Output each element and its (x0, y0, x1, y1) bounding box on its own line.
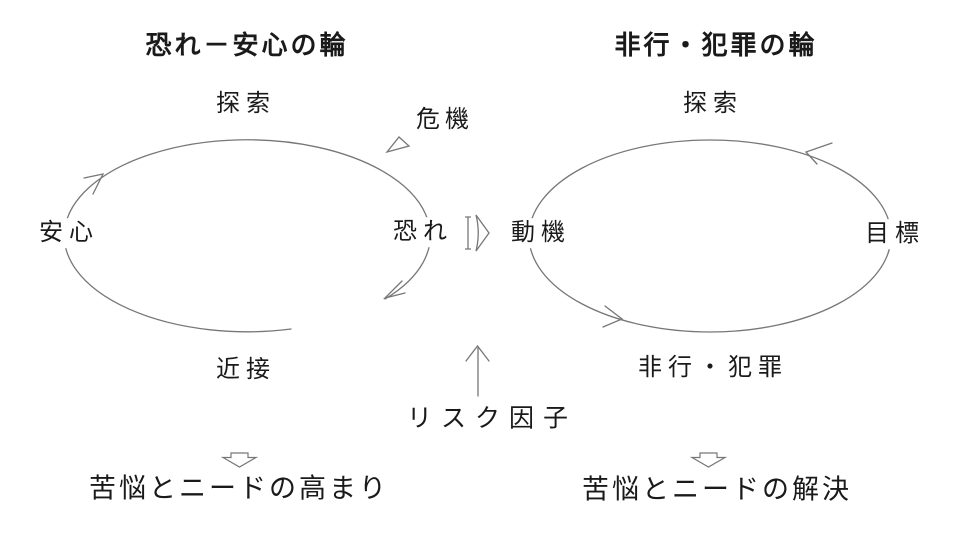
right-cycle-arrowhead-top-icon (804, 142, 833, 165)
left-outcome-label: 苦悩とニードの高まり (89, 473, 389, 505)
left-down-block-arrow-icon (220, 452, 259, 468)
risk-up-arrow-icon (465, 344, 490, 397)
right-node-exploration: 探索 (683, 89, 743, 118)
right-node-delinquency-crime: 非行・犯罪 (638, 353, 788, 382)
right-node-motive: 動機 (506, 218, 576, 248)
right-cycle-ellipse (528, 139, 892, 333)
left-cycle-title: 恐れ－安心の輪 (145, 31, 349, 62)
left-node-fear: 恐れ (388, 217, 458, 247)
left-node-proximity: 近接 (216, 355, 276, 384)
right-cycle-arrowhead-bottom-icon (602, 305, 624, 328)
risk-factor-label: リスク因子 (406, 403, 578, 433)
left-node-security: 安心 (34, 218, 104, 248)
right-cycle-title: 非行・犯罪の輪 (614, 31, 818, 62)
left-cycle-arrowhead-upper-icon (83, 173, 105, 195)
crisis-triangle-icon (385, 136, 411, 154)
left-cycle-arc (63, 139, 431, 333)
crisis-label: 危機 (416, 105, 474, 134)
right-down-block-arrow-icon (689, 452, 728, 468)
fear-to-motive-arrow-icon (465, 214, 490, 252)
left-cycle-arrowhead-end-icon (382, 280, 406, 300)
left-node-exploration: 探索 (216, 89, 276, 118)
right-outcome-label: 苦悩とニードの解決 (582, 474, 852, 506)
right-node-goal: 目標 (860, 219, 930, 249)
